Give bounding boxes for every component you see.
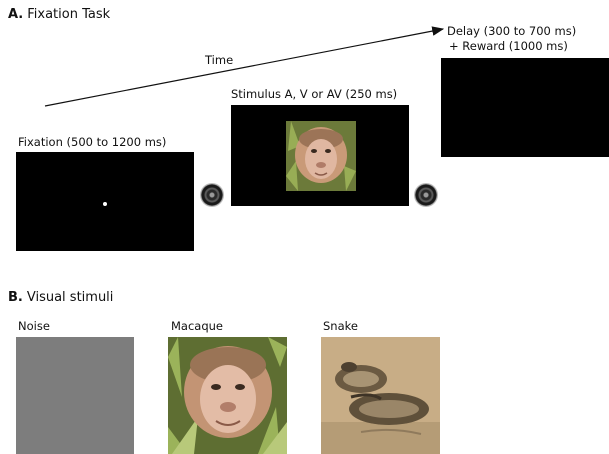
delay-label-line1: Delay (300 to 700 ms) [447,24,577,38]
section-b-letter: B. [8,290,23,305]
speaker-icon [201,184,223,206]
section-a-title-text: Fixation Task [27,7,111,22]
noise-label: Noise [18,319,50,333]
section-a-letter: A. [8,7,24,22]
noise-image [16,337,134,454]
section-b-title: B.Visual stimuli [8,290,113,305]
stimulus-screen [231,105,409,206]
speaker-icon [415,184,437,206]
time-label: Time [205,53,234,67]
macaque-label: Macaque [171,319,224,333]
fixation-dot-icon [103,202,107,206]
macaque-face-icon [286,121,356,191]
delay-label-line2: + Reward (1000 ms) [449,39,568,53]
snake-icon [321,337,440,454]
snake-label: Snake [323,319,358,333]
section-a-title: A.Fixation Task [8,7,110,22]
section-b-title-text: Visual stimuli [26,290,114,305]
delay-screen [441,58,609,157]
fixation-screen [16,152,194,251]
stimulus-label: Stimulus A, V or AV (250 ms) [231,87,398,101]
fixation-label: Fixation (500 to 1200 ms) [18,135,167,149]
macaque-image [168,337,287,454]
